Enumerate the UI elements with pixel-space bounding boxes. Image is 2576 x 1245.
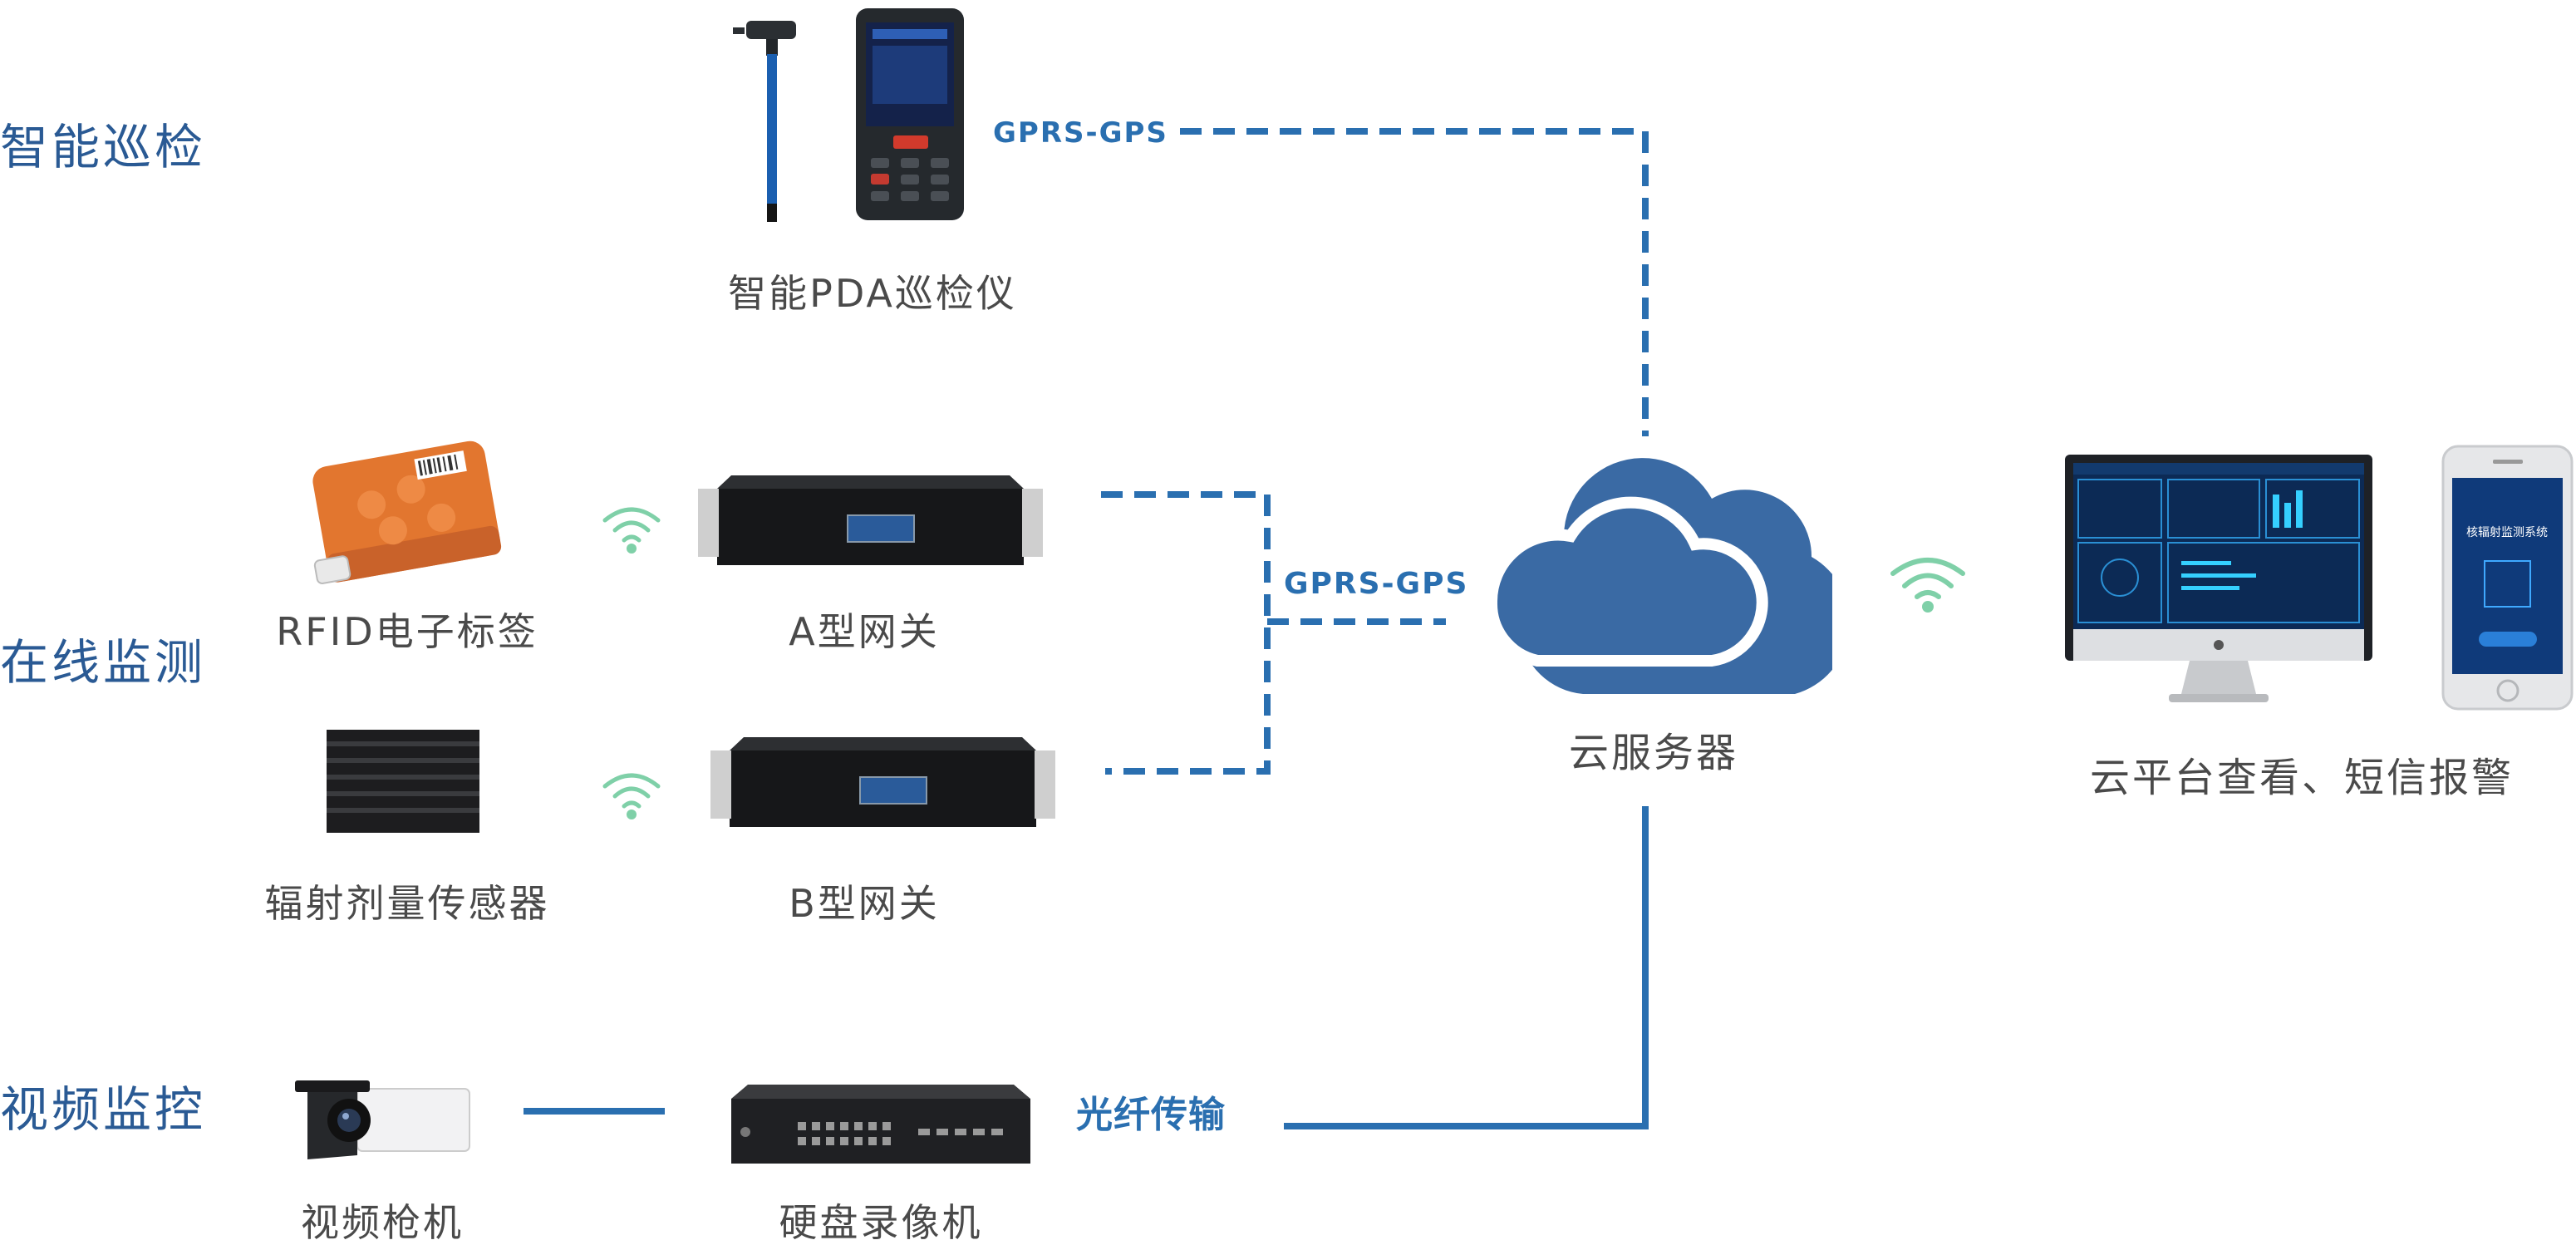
rfid-wand-icon: [733, 21, 796, 222]
cloud-platform-image: 核辐射监测系统: [2065, 445, 2574, 711]
monitor-icon: [2065, 455, 2372, 702]
rfid-label: RFID电子标签: [276, 609, 538, 654]
pda-to-cloud-link: [1180, 128, 1649, 436]
pda-link-label: GPRS-GPS: [993, 116, 1168, 150]
cloud-label: 云服务器: [1568, 730, 1738, 776]
nvr-image: [731, 1085, 1030, 1164]
camera-image: [295, 1080, 470, 1159]
platform-label: 云平台查看、短信报警: [2089, 755, 2514, 801]
fiber-link-label: 光纤传输: [1076, 1094, 1226, 1136]
pda-device-image: [733, 8, 964, 222]
sensor-label: 辐射剂量传感器: [264, 881, 550, 926]
nvr-label: 硬盘录像机: [779, 1200, 983, 1245]
category-video: 视频监控: [0, 1081, 207, 1138]
camera-label: 视频枪机: [301, 1200, 464, 1245]
gateway-link-label: GPRS-GPS: [1284, 567, 1469, 601]
wifi-icon: [602, 773, 661, 819]
category-monitoring: 在线监测: [0, 634, 207, 691]
phone-icon: 核辐射监测系统: [2441, 445, 2574, 711]
cloud-server-icon: [1485, 458, 1832, 694]
gateway-a-image: [698, 475, 1043, 565]
gateway-a-label: A型网关: [789, 609, 940, 654]
sensor-image: [327, 730, 479, 833]
pda-label: 智能PDA巡检仪: [728, 271, 1017, 316]
phone-screen-title: 核辐射监测系统: [2466, 526, 2548, 539]
fiber-link: [1284, 806, 1649, 1129]
gateway-b-label: B型网关: [789, 881, 940, 926]
wifi-icon: [602, 507, 661, 554]
wifi-icon: [1890, 558, 1965, 613]
rfid-tag-image: [312, 440, 502, 584]
pda-handheld-icon: [856, 8, 964, 220]
category-inspection: 智能巡检: [0, 119, 207, 175]
gateway-a-link: [1101, 491, 1271, 775]
gateway-b-image: [710, 737, 1055, 827]
